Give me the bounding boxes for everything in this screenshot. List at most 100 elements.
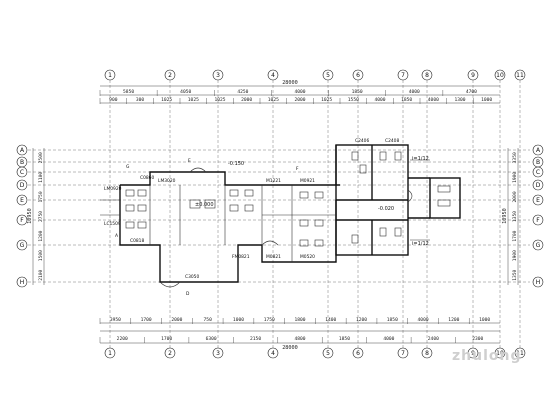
dim-top-row1-1: 4050 xyxy=(180,89,191,95)
svg-text:C: C xyxy=(536,169,540,176)
door-code-12: C3050 xyxy=(185,274,199,280)
dim-right-2: 2000 xyxy=(512,191,518,202)
dim-top-row2-7: 2000 xyxy=(294,97,305,103)
dim-top-row2-10: 4000 xyxy=(374,97,385,103)
svg-text:11: 11 xyxy=(516,72,524,79)
dim-left-1: 1100 xyxy=(38,172,44,183)
dimension-lines xyxy=(32,85,519,344)
axis-bubble-bottom-2: 2 xyxy=(164,347,176,359)
dim-top-row2-1: 300 xyxy=(136,97,145,103)
svg-text:3: 3 xyxy=(216,350,220,357)
dim-top-row2-9: 1550 xyxy=(348,97,359,103)
dim-bottom-row2-7: 2400 xyxy=(428,336,439,342)
dim-right-total: 10950 xyxy=(502,208,508,224)
svg-text:B: B xyxy=(536,159,540,166)
axis-bubble-bottom-3: 3 xyxy=(212,347,224,359)
door-code-8: C2406 xyxy=(355,138,369,144)
dim-top-row1-6: 4700 xyxy=(466,89,477,95)
axis-bubble-left-3: C xyxy=(16,166,28,178)
axis-bubble-top-11: 11 xyxy=(514,69,526,81)
axis-bubble-top-9: 9 xyxy=(467,69,479,81)
elevation-lobby: -0.150 xyxy=(228,161,244,167)
dim-top-row1-2: 4250 xyxy=(237,89,248,95)
dim-top-total: 28000 xyxy=(282,80,298,86)
dim-bottom-row1-12: 1000 xyxy=(479,317,490,323)
dim-bottom-row2-8: 2300 xyxy=(472,336,483,342)
axis-bubble-top-1: 1 xyxy=(104,69,116,81)
axis-bubble-top-8: 8 xyxy=(421,69,433,81)
door-code-2: LM0920 xyxy=(104,186,122,192)
dim-top-row2-14: 1000 xyxy=(481,97,492,103)
svg-text:7: 7 xyxy=(401,72,405,79)
axis-bubble-right-3: C xyxy=(532,166,544,178)
dim-bottom-row1-11: 1200 xyxy=(448,317,459,323)
dim-bottom-row2-5: 1850 xyxy=(339,336,350,342)
door-code-13: LC1509 xyxy=(104,221,121,227)
axis-bubble-bottom-10: 10 xyxy=(494,347,506,359)
dim-right-3: 1350 xyxy=(512,211,518,222)
dim-bottom-row1-8: 1200 xyxy=(356,317,367,323)
dim-right-0: 3350 xyxy=(512,152,518,163)
axis-bubble-bottom-1: 1 xyxy=(104,347,116,359)
dim-top-row1-5: 4000 xyxy=(409,89,420,95)
room-tag-e: E xyxy=(188,158,191,164)
axis-bubble-left-8: H xyxy=(16,276,28,288)
axis-bubble-left-6: F xyxy=(16,214,28,226)
door-code-9: C2408 xyxy=(385,138,399,144)
dim-right-4: 1700 xyxy=(512,230,518,241)
axis-bubble-left-5: E xyxy=(16,194,28,206)
room-tag-f: F xyxy=(296,166,299,172)
dim-bottom-row1-4: 1000 xyxy=(233,317,244,323)
dim-top-row1-4: 1850 xyxy=(352,89,363,95)
dim-top-row1-3: 4000 xyxy=(294,89,305,95)
axis-bubble-left-7: G xyxy=(16,239,28,251)
dim-top-row2-6: 1025 xyxy=(268,97,279,103)
svg-text:8: 8 xyxy=(425,350,429,357)
dim-top-row2-2: 1025 xyxy=(161,97,172,103)
axis-bubble-left-2: B xyxy=(16,156,28,168)
svg-text:B: B xyxy=(20,159,24,166)
interior-details xyxy=(100,151,451,288)
axis-bubble-bottom-11: 11 xyxy=(514,347,526,359)
axis-bubble-right-6: F xyxy=(532,214,544,226)
dim-left-total: 10950 xyxy=(27,208,33,224)
svg-text:8: 8 xyxy=(425,72,429,79)
dim-bottom-row2-0: 2200 xyxy=(117,336,128,342)
dim-top-row2-5: 2000 xyxy=(241,97,252,103)
svg-text:E: E xyxy=(536,197,540,204)
room-tag-a: A xyxy=(115,233,118,239)
svg-text:5: 5 xyxy=(326,72,330,79)
dim-left-6: 2100 xyxy=(38,269,44,280)
svg-text:D: D xyxy=(536,182,541,189)
elevation-main: ±0.000 xyxy=(195,202,214,208)
svg-text:D: D xyxy=(20,182,25,189)
room-tag-g: G xyxy=(126,164,130,170)
door-code-11: C0860 xyxy=(140,175,154,181)
door-code-6: M0520 xyxy=(300,254,315,260)
svg-text:H: H xyxy=(20,279,25,286)
dim-left-2: 1750 xyxy=(38,191,44,202)
dim-right-5: 1900 xyxy=(512,250,518,261)
door-code-3: M1221 xyxy=(266,178,281,184)
svg-text:2: 2 xyxy=(168,350,172,357)
dim-right-6: 1350 xyxy=(512,269,518,280)
svg-text:F: F xyxy=(20,217,24,224)
axis-bubble-left-4: D xyxy=(16,179,28,191)
axis-bubble-bottom-8: 8 xyxy=(421,347,433,359)
dim-bottom-row1-9: 1850 xyxy=(387,317,398,323)
axis-bubble-top-4: 4 xyxy=(267,69,279,81)
svg-text:9: 9 xyxy=(471,72,475,79)
svg-text:9: 9 xyxy=(471,350,475,357)
svg-text:10: 10 xyxy=(496,72,504,79)
dim-bottom-row1-3: 750 xyxy=(204,317,213,323)
dim-top-row2-11: 1850 xyxy=(401,97,412,103)
dim-left-3: 2750 xyxy=(38,211,44,222)
svg-text:1: 1 xyxy=(108,72,112,79)
dim-top-row2-12: 4000 xyxy=(428,97,439,103)
dim-bottom-row1-2: 2000 xyxy=(171,317,182,323)
svg-text:4: 4 xyxy=(271,350,275,357)
svg-text:10: 10 xyxy=(496,350,504,357)
axis-bubble-right-8: H xyxy=(532,276,544,288)
